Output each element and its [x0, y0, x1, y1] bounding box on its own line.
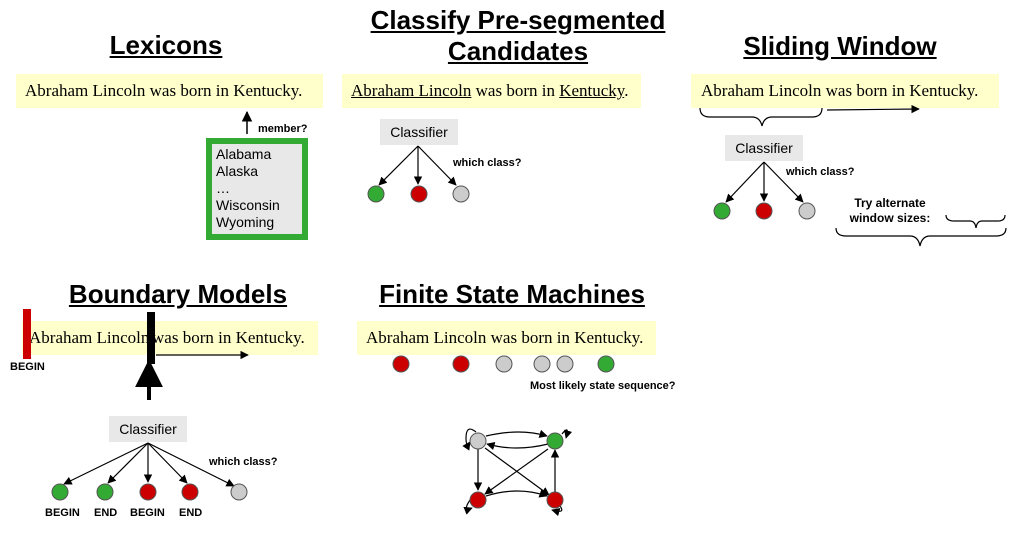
which-class-label-sliding: which class?: [786, 166, 855, 178]
slide-arrow: [826, 104, 920, 114]
node-label-begin: BEGIN: [45, 507, 80, 519]
most-likely-label: Most likely state sequence?: [530, 380, 676, 392]
state-node-grey: [533, 355, 551, 373]
try-alternate-line2: window sizes:: [849, 211, 931, 225]
sliding-sentence: Abraham Lincoln was born in Kentucky.: [691, 74, 999, 108]
title-boundary-models: Boundary Models: [68, 279, 288, 309]
segment-abraham-lincoln: Abraham Lincoln: [351, 81, 472, 100]
state-node-green: [597, 355, 615, 373]
state-node-red: [392, 355, 410, 373]
boundary-sentence-part2: was born in Kentucky.: [152, 328, 305, 347]
fsm-state-red: [469, 491, 487, 509]
class-node-grey: [798, 202, 816, 220]
class-node-red: [181, 483, 199, 501]
fsm-state-red: [546, 491, 564, 509]
boundary-bar: [147, 312, 155, 364]
lexicon-list: Alabama Alaska … Wisconsin Wyoming: [206, 138, 308, 240]
classifier-box-sliding: Classifier: [725, 135, 803, 161]
window-brace: [699, 107, 823, 127]
which-class-label-classify: which class?: [453, 157, 522, 169]
segment-middle: was born in: [471, 81, 560, 100]
try-alternate-label: Try alternate window sizes:: [840, 196, 940, 226]
lexicon-item: Wyoming: [216, 214, 275, 230]
lexicon-item: Alaska: [216, 163, 259, 179]
title-classify-line2: Candidates: [447, 36, 589, 66]
title-finite-state-machines: Finite State Machines: [379, 279, 645, 309]
fsm-state-grey: [469, 432, 487, 450]
class-node-green: [367, 185, 385, 203]
class-node-red: [410, 185, 428, 203]
class-node-red: [755, 202, 773, 220]
small-window-brace: [945, 214, 1006, 229]
class-node-green: [51, 483, 69, 501]
sliding-arrows: [725, 161, 804, 203]
state-node-grey: [495, 355, 513, 373]
fsm-sentence: Abraham Lincoln was born in Kentucky.: [357, 321, 656, 355]
class-node-red: [139, 483, 157, 501]
boundary-sentence-part1: Abraham Lincoln: [29, 328, 150, 347]
lexicon-item: Wisconsin: [216, 197, 280, 213]
begin-marker-label: BEGIN: [10, 361, 45, 373]
boundary-sentence: Abraham Lincoln was born in Kentucky.: [22, 321, 318, 355]
class-node-grey: [452, 185, 470, 203]
state-node-red: [452, 355, 470, 373]
class-node-grey: [230, 483, 248, 501]
node-label-end: END: [179, 507, 203, 519]
segment-period: .: [624, 81, 629, 100]
class-node-green: [713, 202, 731, 220]
large-window-brace: [835, 227, 1007, 247]
state-node-grey: [556, 355, 574, 373]
segment-kentucky: Kentucky: [559, 81, 625, 100]
title-lexicons: Lexicons: [109, 30, 223, 60]
begin-boundary-bar: [23, 309, 31, 359]
lexicon-item: Alabama: [216, 146, 272, 162]
which-class-label-boundary: which class?: [209, 456, 278, 468]
lexicon-item: …: [216, 180, 230, 196]
fsm-transitions: [462, 428, 573, 517]
classifier-box-classify: Classifier: [380, 119, 458, 145]
title-classify-line1: Classify Pre-segmented: [370, 5, 666, 35]
fsm-state-green: [546, 432, 564, 450]
class-node-green: [96, 483, 114, 501]
member-label: member?: [258, 123, 308, 135]
classify-arrows: [378, 145, 457, 186]
title-sliding-window: Sliding Window: [743, 31, 937, 61]
classify-sentence: Abraham Lincoln was born in Kentucky.: [342, 74, 641, 108]
classifier-box-boundary: Classifier: [109, 416, 187, 442]
lexicons-sentence: Abraham Lincoln was born in Kentucky.: [16, 74, 323, 108]
try-alternate-line1: Try alternate: [854, 196, 926, 210]
node-label-begin: BEGIN: [130, 507, 165, 519]
boundary-arrows: [63, 442, 235, 487]
node-label-end: END: [94, 507, 118, 519]
